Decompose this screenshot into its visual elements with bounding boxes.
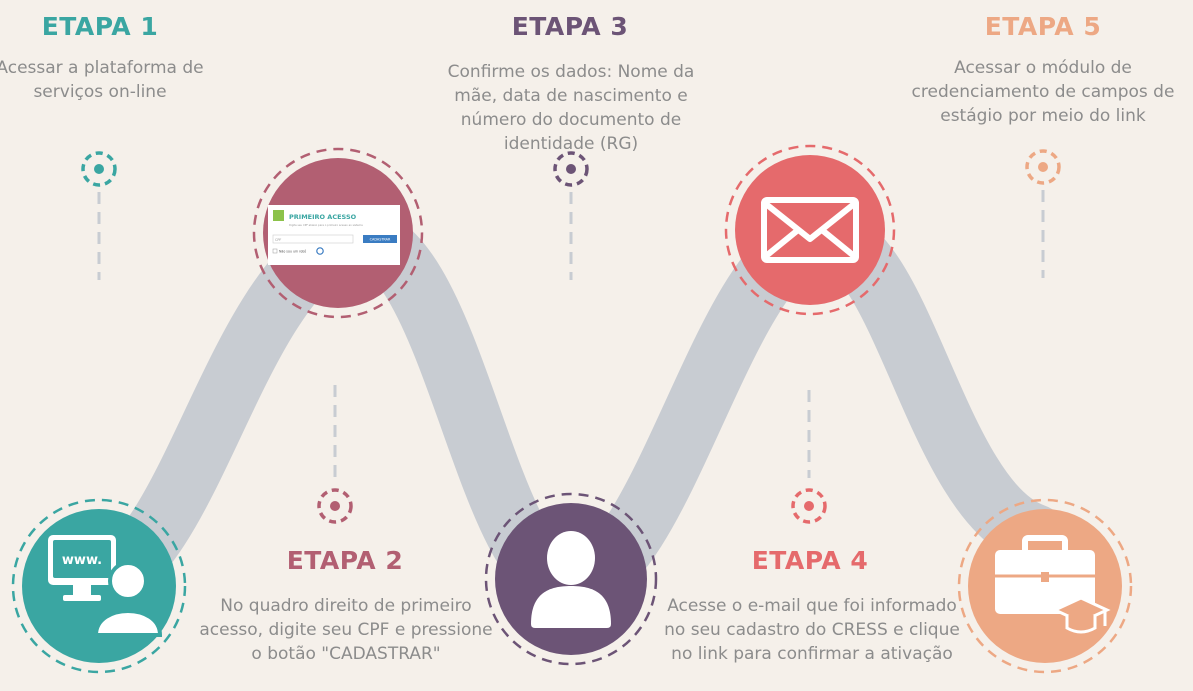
form-heading: PRIMEIRO ACESSO xyxy=(289,213,357,221)
step-1-description: Acessar a plataforma de serviços on-line xyxy=(0,58,204,102)
step-4-circle xyxy=(724,144,896,316)
form-captcha-label: Não sou um robô xyxy=(279,250,306,254)
first-access-form-screenshot: PRIMEIRO ACESSO Digite seu CPF abaixo pa… xyxy=(268,205,400,265)
step-5-marker xyxy=(1025,149,1061,278)
step-3-marker xyxy=(553,151,589,280)
form-submit-button: CADASTRAR xyxy=(370,238,391,242)
form-subtext: Digite seu CPF abaixo para o primeiro ac… xyxy=(289,223,363,227)
step-4-marker xyxy=(791,390,827,524)
step-3-title: ETAPA 3 xyxy=(511,12,629,41)
step-4-description: Acesse o e-mail que foi informado no seu… xyxy=(664,596,960,664)
briefcase-graduation-cap-icon xyxy=(995,535,1111,634)
step-2-marker xyxy=(317,385,353,524)
www-label: www. xyxy=(62,553,102,568)
step-1-circle: www. xyxy=(11,498,187,674)
step-3-description: Confirme os dados: Nome da mãe, data de … xyxy=(447,62,695,154)
step-2-circle: PRIMEIRO ACESSO Digite seu CPF abaixo pa… xyxy=(252,147,424,319)
step-2-title: ETAPA 2 xyxy=(286,546,404,575)
step-5-title: ETAPA 5 xyxy=(984,12,1102,41)
step-3-circle xyxy=(484,492,658,666)
step-2-description: No quadro direito de primeiro acesso, di… xyxy=(199,596,493,664)
computer-www-user-icon: www. xyxy=(48,535,163,637)
user-silhouette-icon xyxy=(531,531,611,628)
step-5-circle xyxy=(957,498,1133,674)
step-5-description: Acessar o módulo de credenciamento de ca… xyxy=(911,58,1175,126)
step-1-marker xyxy=(81,151,117,280)
form-cpf-placeholder: CPF xyxy=(275,238,281,242)
step-1-title: ETAPA 1 xyxy=(41,12,159,41)
envelope-icon xyxy=(761,197,859,263)
step-4-title: ETAPA 4 xyxy=(751,546,869,575)
